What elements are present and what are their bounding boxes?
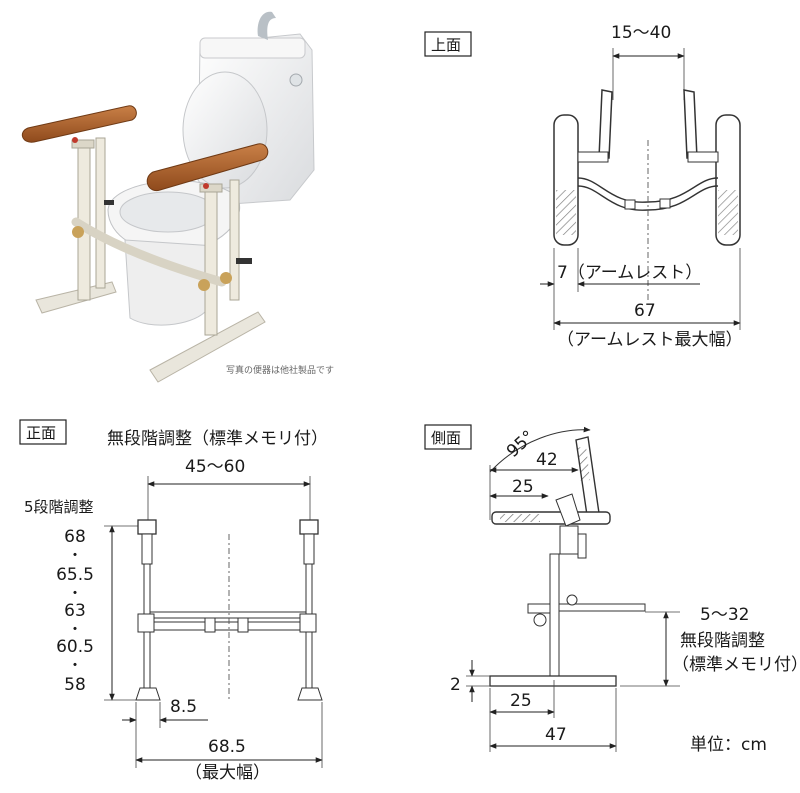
height-value: 58 — [64, 675, 86, 695]
side-arm-offset: 25 — [512, 477, 534, 497]
front-view: 正面 無段階調整（標準メモリ付） 45～60 5段階調整 68 ・ 65.5 ・… — [19, 419, 328, 783]
side-base-offset: 25 — [510, 691, 532, 711]
side-base-height: 2 — [450, 675, 461, 695]
top-inner-width: 15～40 — [611, 23, 671, 43]
top-view: 上面 15～40 7（アームレスト） 67 （アームレスト最大幅） — [424, 23, 742, 350]
top-max-width-note: （アームレスト最大幅） — [557, 330, 742, 350]
side-depth-note-2: （標準メモリ付） — [672, 655, 800, 675]
photo-caption: 写真の便器は他社製品です — [226, 364, 334, 376]
svg-text:・: ・ — [67, 656, 82, 674]
side-arm-length: 42 — [536, 450, 558, 470]
front-base-width: 8.5 — [170, 697, 197, 717]
front-view-title: 正面 — [26, 424, 56, 442]
side-depth-note-1: 無段階調整 — [680, 631, 765, 651]
side-base-depth: 47 — [545, 725, 567, 745]
svg-text:・: ・ — [67, 620, 82, 638]
height-value: 60.5 — [56, 637, 94, 657]
side-angle: 95° — [503, 427, 539, 462]
top-max-width: 67 — [634, 301, 656, 321]
side-view-title: 側面 — [431, 429, 461, 447]
height-list: 68 ・ 65.5 ・ 63 ・ 60.5 ・ 58 — [56, 527, 94, 695]
units-label: 単位：cm — [690, 735, 767, 755]
top-view-title: 上面 — [431, 36, 461, 54]
front-stepless-note: 無段階調整（標準メモリ付） — [107, 429, 328, 449]
front-five-step-label: 5段階調整 — [24, 498, 94, 516]
height-value: 68 — [64, 527, 86, 547]
svg-text:・: ・ — [67, 584, 82, 602]
side-view: 側面 95° 42 25 5～32 無段階調整 （標準メモリ付） — [424, 424, 800, 752]
height-value: 63 — [64, 601, 86, 621]
top-armrest-width: 7（アームレスト） — [557, 263, 702, 283]
front-max-width-note: （最大幅） — [185, 763, 270, 783]
front-inner-width: 45～60 — [185, 457, 245, 477]
svg-text:・: ・ — [67, 546, 82, 564]
height-value: 65.5 — [56, 565, 94, 585]
front-max-width: 68.5 — [208, 737, 246, 757]
side-depth-range: 5～32 — [700, 605, 749, 625]
product-photo — [21, 11, 315, 383]
